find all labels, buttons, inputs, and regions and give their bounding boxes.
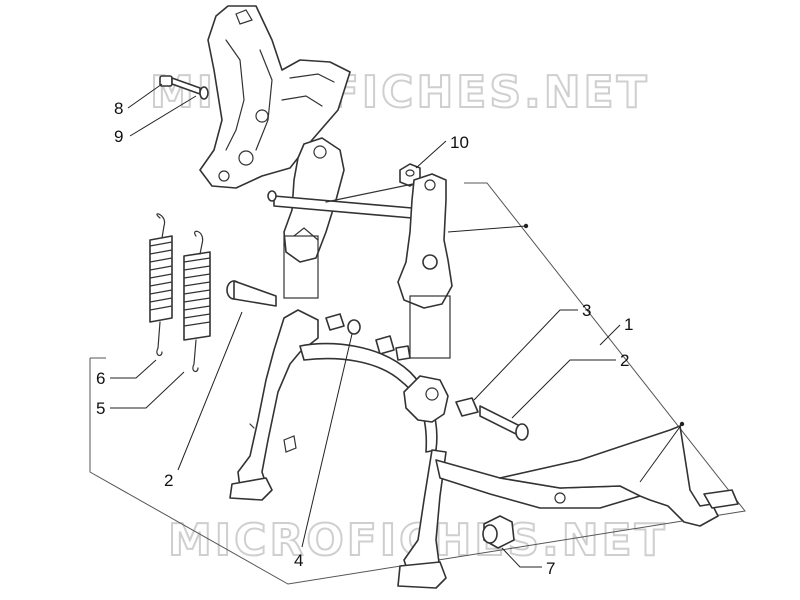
rubber-stopper-7 (482, 515, 515, 549)
assembly-outline (89, 182, 746, 585)
washer-9 (199, 86, 209, 100)
callout-5: 5 (96, 399, 105, 418)
callout-10: 10 (450, 133, 469, 152)
pin-2-right (479, 405, 529, 441)
leader-dot-assembly (523, 223, 529, 229)
callout-6: 6 (96, 369, 105, 388)
callout-3: 3 (582, 301, 591, 320)
frame-bracket (199, 5, 351, 189)
callout-2-right: 2 (620, 351, 629, 370)
center-stand (229, 309, 739, 589)
spring-6 (149, 213, 173, 357)
callout-2-left: 2 (164, 471, 173, 490)
leader-dot-kick-arm (679, 421, 685, 427)
mount-plate-right (397, 173, 453, 359)
spring-5 (183, 230, 211, 373)
callout-7: 7 (546, 559, 555, 578)
pin-2-left (226, 280, 277, 307)
bushings-4 (325, 313, 411, 361)
callout-4: 4 (294, 551, 303, 570)
leader-lines (110, 83, 683, 568)
bushing-3 (455, 397, 479, 417)
callout-8: 8 (114, 99, 123, 118)
callout-9: 9 (114, 127, 123, 146)
callout-1: 1 (624, 315, 633, 334)
